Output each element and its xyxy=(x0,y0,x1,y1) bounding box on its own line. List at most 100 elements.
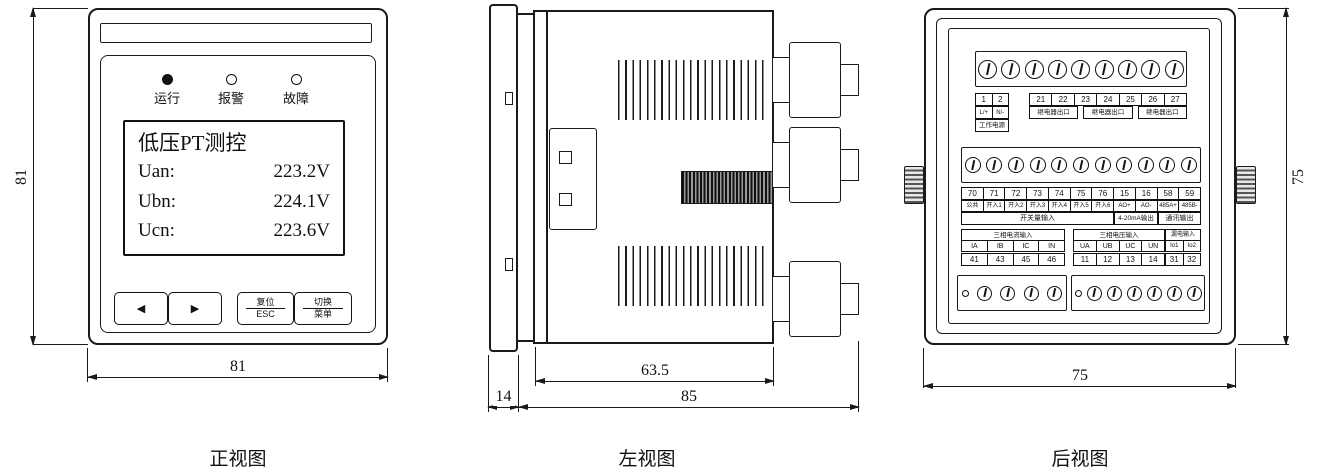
reset-label: 复位 xyxy=(256,297,275,308)
led-group-run: 运行 xyxy=(139,74,195,107)
fault-led-indicator xyxy=(290,74,302,85)
terminal-number-cell: 58 xyxy=(1156,187,1180,200)
lcd-row: Uan: 223.2V xyxy=(138,157,330,186)
terminal-number-cell: 21 xyxy=(1029,93,1053,106)
terminal-number-cell: 12 xyxy=(1095,253,1120,266)
body-depth-dimension: 63.5 xyxy=(535,362,775,384)
extension-line xyxy=(34,344,88,345)
total-depth-dimension: 85 xyxy=(518,388,860,410)
channel-cell: IC xyxy=(1012,240,1040,252)
terminal-screw xyxy=(1116,157,1133,173)
plug-neck xyxy=(772,142,790,188)
extension-line xyxy=(923,348,924,388)
io-label-cell: 开入4 xyxy=(1047,200,1071,212)
clip-hole xyxy=(559,193,572,206)
front-height-dimension: 81 xyxy=(13,7,36,346)
terminal-screw xyxy=(1024,59,1044,79)
terminal-strip-top xyxy=(975,51,1187,87)
terminal-number-cell: 2 xyxy=(991,93,1009,106)
terminal-number-cell: 31 xyxy=(1165,253,1184,266)
extension-line xyxy=(488,355,489,412)
bezel-latch xyxy=(505,92,513,105)
arrow-up-icon xyxy=(30,7,36,17)
lcd-value: 223.6V xyxy=(273,220,330,242)
terminal-number-cell: 59 xyxy=(1178,187,1202,200)
io-group-label: 通讯输出 xyxy=(1158,212,1201,225)
arrow-down-icon xyxy=(1283,336,1289,346)
terminal-number-cell: 76 xyxy=(1091,187,1115,200)
lcd-row: Ubn: 224.1V xyxy=(138,187,330,216)
right-arrow-icon: ▶ xyxy=(190,303,200,315)
extension-line xyxy=(535,347,536,386)
current-input-table: 三相电流输入 IA IB IC IN xyxy=(961,229,1065,252)
extension-line xyxy=(387,348,388,382)
run-led-label: 运行 xyxy=(153,91,180,106)
terminal-screw xyxy=(978,59,998,79)
terminal-screw xyxy=(977,285,993,301)
front-caption: 正视图 xyxy=(209,449,267,470)
reset-esc-button: 复位 ESC xyxy=(237,292,294,325)
dimension-label: 85 xyxy=(678,388,700,406)
rear-height-dimension: 75 xyxy=(1283,7,1307,346)
channel-cell: Io1 xyxy=(1165,240,1184,252)
terminal-screw xyxy=(1118,59,1138,79)
channel-cell: Io2 xyxy=(1182,240,1201,252)
fault-led-label: 故障 xyxy=(282,91,309,106)
fixing-screw-knurl xyxy=(681,171,773,204)
voltage-input-table: 三相电压输入 UA UB UC UN xyxy=(1073,229,1165,252)
arrow-up-icon xyxy=(1283,7,1289,17)
io-label-cell: AO- xyxy=(1134,200,1158,212)
voltage-terminal-numbers: 11 12 13 14 xyxy=(1073,253,1165,266)
io-terminal-numbers: 70 71 72 73 74 75 76 15 16 58 59 xyxy=(961,187,1202,200)
terminal-plug-3 xyxy=(772,261,860,337)
terminal-plug-2 xyxy=(772,127,860,203)
terminal-number-cell: 25 xyxy=(1118,93,1143,106)
dimension-label: 81 xyxy=(13,168,30,185)
terminal-screw xyxy=(1166,285,1182,301)
terminal-number-cell: 71 xyxy=(982,187,1006,200)
terminal-number-cell: 46 xyxy=(1038,253,1065,266)
terminal-screw xyxy=(1141,59,1161,79)
front-device-bezel: 运行 报警 故障 低压PT测控 Uan: 223.2V Ubn: 224.1V xyxy=(88,8,388,345)
plug-tip xyxy=(840,64,859,96)
arrow-right-icon xyxy=(1227,383,1237,389)
switch-menu-button: 切换 菜单 xyxy=(294,292,352,325)
terminal-screw xyxy=(1164,59,1184,79)
vent-slots-bottom xyxy=(618,246,768,306)
plug-neck xyxy=(772,57,790,103)
relay-output-label: 继电器出口 xyxy=(1137,106,1187,119)
terminal-number-cell: 1 xyxy=(975,93,993,106)
side-caption: 左视图 xyxy=(618,449,676,470)
io-label-cell: 485B- xyxy=(1178,200,1202,212)
channel-cell: UA xyxy=(1073,240,1097,252)
current-terminal-numbers: 41 43 45 46 xyxy=(961,253,1065,266)
io-label-cell: 开入1 xyxy=(982,200,1006,212)
plug-body xyxy=(789,127,841,203)
leakage-terminal-numbers: 31 32 xyxy=(1165,253,1201,266)
dimension-label: 75 xyxy=(1290,168,1307,185)
extension-line xyxy=(518,355,519,412)
arrow-left-icon xyxy=(487,404,497,410)
terminal-number-cell: 75 xyxy=(1069,187,1093,200)
power-polarity-row: L/+ N/- xyxy=(975,106,1009,119)
right-arrow-button: ▶ xyxy=(168,292,222,325)
lcd-row: Ucn: 223.6V xyxy=(138,216,330,245)
channel-cell: IN xyxy=(1038,240,1065,252)
leakage-channel-row: Io1 Io2 xyxy=(1165,240,1201,252)
terminal-number-cell: 27 xyxy=(1163,93,1187,106)
clip-hole xyxy=(559,151,572,164)
terminal-screw xyxy=(964,157,981,173)
terminal-screw xyxy=(1159,157,1176,173)
io-group-label: 4-20mA输出 xyxy=(1114,212,1158,225)
menu-label: 菜单 xyxy=(302,308,344,320)
terminal-screw xyxy=(1086,285,1102,301)
power-terminal-numbers: 1 2 xyxy=(975,93,1009,106)
terminal-screw xyxy=(1186,285,1202,301)
io-label-cell: 开入6 xyxy=(1091,200,1115,212)
terminal-number-cell: 13 xyxy=(1118,253,1143,266)
arrow-down-icon xyxy=(30,336,36,346)
terminal-number-cell: 16 xyxy=(1134,187,1158,200)
terminal-screw xyxy=(1001,59,1021,79)
terminal-screw xyxy=(986,157,1003,173)
terminal-number-cell: 41 xyxy=(961,253,988,266)
